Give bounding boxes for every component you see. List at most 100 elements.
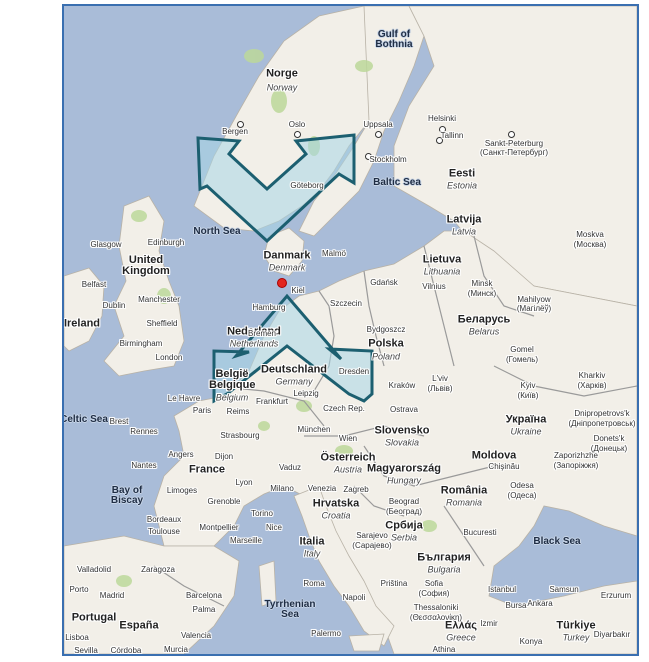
city-dot[interactable] bbox=[294, 131, 301, 138]
city-label-sofia: Sofia bbox=[424, 579, 444, 588]
city-label-palermo: Palermo bbox=[311, 629, 341, 638]
city-label-dijon: Dijon bbox=[214, 452, 234, 461]
city-label-dresden: Dresden bbox=[338, 367, 370, 376]
city-label-ostrava: Ostrava bbox=[389, 405, 419, 414]
city-label-rennes: Rennes bbox=[130, 427, 158, 436]
country-label-ellas: Ελλάς bbox=[445, 619, 477, 632]
country-label-lietuva: Lietuva bbox=[422, 253, 462, 266]
country-sublabel-turkey: Turkey bbox=[562, 632, 590, 643]
city-label-bucuresti: Bucuresti bbox=[463, 528, 497, 537]
country-sublabel-norway: Norway bbox=[266, 82, 298, 93]
city-label-barcelona: Barcelona bbox=[185, 591, 223, 600]
country-label-slovensko: Slovensko bbox=[374, 424, 430, 437]
city-label-leipzig: Leipzig bbox=[293, 389, 319, 398]
map-canvas[interactable] bbox=[64, 6, 637, 654]
country-label-belarus-native: Беларусь bbox=[457, 313, 511, 326]
ireland-land bbox=[64, 267, 105, 352]
country-sublabel-greece: Greece bbox=[446, 632, 476, 643]
city-label-erzurum: Erzurum bbox=[600, 591, 632, 600]
city-label-krakow: Kraków bbox=[388, 381, 416, 390]
iberia-land bbox=[64, 535, 240, 654]
city-dot[interactable] bbox=[375, 131, 382, 138]
country-sublabel-estonia: Estonia bbox=[446, 180, 478, 191]
city-label-marseille: Marseille bbox=[229, 536, 263, 545]
country-label-bulgaria-native: България bbox=[417, 551, 471, 564]
city-label-lyon: Lyon bbox=[235, 478, 253, 487]
v-arrow-south bbox=[212, 293, 374, 404]
city-label-kiel: Kiel bbox=[291, 286, 305, 295]
city-dot[interactable] bbox=[439, 126, 446, 133]
country-sublabel-denmark: Denmark bbox=[268, 262, 306, 273]
city-dot[interactable] bbox=[436, 137, 443, 144]
city-label-moskva: Moskva bbox=[576, 230, 604, 239]
sea-label-gulf-of-bothnia: Gulf of Bothnia bbox=[375, 29, 413, 50]
country-label-moldova: Moldova bbox=[471, 449, 517, 462]
country-label-nederland: Nederland bbox=[227, 325, 281, 338]
country-label-hrvatska: Hrvatska bbox=[312, 497, 360, 510]
city-label-bursa: Bursa bbox=[505, 601, 527, 610]
city-label-donetsk-native: (Донецьк) bbox=[590, 444, 628, 453]
city-dot[interactable] bbox=[237, 121, 244, 128]
sea-label-bay-of-biscay: Bay of Biscay bbox=[110, 485, 144, 506]
country-sublabel-lithuania: Lithuania bbox=[423, 266, 461, 277]
city-label-oslo: Oslo bbox=[288, 120, 306, 129]
city-label-venezia: Venezia bbox=[307, 484, 337, 493]
italy-land bbox=[293, 485, 395, 647]
city-label-czech-rep: Czech Rep. bbox=[323, 404, 365, 413]
city-label-nantes: Nantes bbox=[131, 461, 157, 470]
city-label-kharkiv: Kharkiv bbox=[578, 371, 606, 380]
city-label-valencia: Valencia bbox=[180, 631, 212, 640]
city-label-dnipropetrovsk-native: (Дніпропетровськ) bbox=[568, 419, 636, 428]
city-label-sankt-peterburg-native: (Санкт-Петербург) bbox=[479, 148, 549, 157]
city-label-sarajevo: Sarajevo bbox=[356, 531, 388, 540]
country-label-france: France bbox=[188, 463, 226, 476]
city-label-frankfurt: Frankfurt bbox=[255, 397, 289, 406]
location-marker[interactable] bbox=[277, 278, 287, 288]
city-label-dublin: Dublin bbox=[102, 301, 126, 310]
sea-label-baltic-sea: Baltic Sea bbox=[373, 177, 421, 188]
city-label-minsk-native: (Минск) bbox=[467, 289, 497, 298]
city-label-dnipropetrovsk: Dnipropetrovs'k bbox=[574, 409, 630, 418]
city-label-chisinau: Chişinău bbox=[488, 462, 520, 471]
city-label-torino: Torino bbox=[251, 509, 273, 518]
map-view[interactable]: Norge Norway Danmark Denmark United King… bbox=[62, 4, 639, 656]
city-label-zaporizhzhe-native: (Запоріжжя) bbox=[553, 461, 599, 470]
country-sublabel-germany: Germany bbox=[275, 376, 313, 387]
sardinia-land bbox=[258, 560, 277, 607]
country-label-norge: Norge bbox=[266, 67, 298, 80]
sea-label-tyrrhenian-sea: Tyrrhenian Sea bbox=[264, 599, 316, 620]
city-label-edinburgh: Edinburgh bbox=[147, 238, 185, 247]
city-label-munchen: München bbox=[297, 425, 331, 434]
city-label-izmir: Izmir bbox=[480, 619, 498, 628]
finland-russia-land bbox=[393, 6, 637, 307]
city-dot[interactable] bbox=[365, 153, 372, 160]
country-label-polska: Polska bbox=[368, 337, 404, 350]
city-label-wien: Wien bbox=[338, 434, 358, 443]
country-label-deutschland: Deutschland bbox=[260, 363, 328, 376]
country-sublabel-romania: Romania bbox=[445, 497, 483, 508]
city-label-porto: Porto bbox=[69, 585, 89, 594]
city-label-gomel-native: (Гомель) bbox=[505, 355, 539, 364]
city-label-montpellier: Montpellier bbox=[199, 523, 239, 532]
country-label-belgie: België Belgique bbox=[209, 368, 256, 391]
country-label-srbija: Србија bbox=[385, 519, 423, 532]
sea-label-north-sea: North Sea bbox=[193, 226, 241, 237]
city-label-le-havre: Le Havre bbox=[167, 394, 201, 403]
city-label-london: London bbox=[155, 353, 183, 362]
city-label-donetsk: Donets'k bbox=[593, 434, 625, 443]
city-label-sofia-native: (София) bbox=[418, 589, 450, 598]
city-label-bordeaux: Bordeaux bbox=[146, 515, 182, 524]
city-label-paris: Paris bbox=[192, 406, 212, 415]
country-label-latvija: Latvija bbox=[446, 213, 482, 226]
city-label-roma: Roma bbox=[303, 579, 325, 588]
city-label-odesa-native: (Одеса) bbox=[507, 491, 537, 500]
country-label-portugal: Portugal bbox=[71, 611, 117, 624]
city-dot[interactable] bbox=[508, 131, 515, 138]
city-label-athina: Athina bbox=[432, 645, 456, 654]
city-label-uppsala: Uppsala bbox=[363, 120, 393, 129]
city-label-birmingham: Birmingham bbox=[119, 339, 163, 348]
city-label-minsk: Minsk bbox=[471, 279, 493, 288]
city-label-kyiv: Kyiv bbox=[520, 381, 536, 390]
city-label-sevilla: Sevilla bbox=[74, 646, 98, 655]
